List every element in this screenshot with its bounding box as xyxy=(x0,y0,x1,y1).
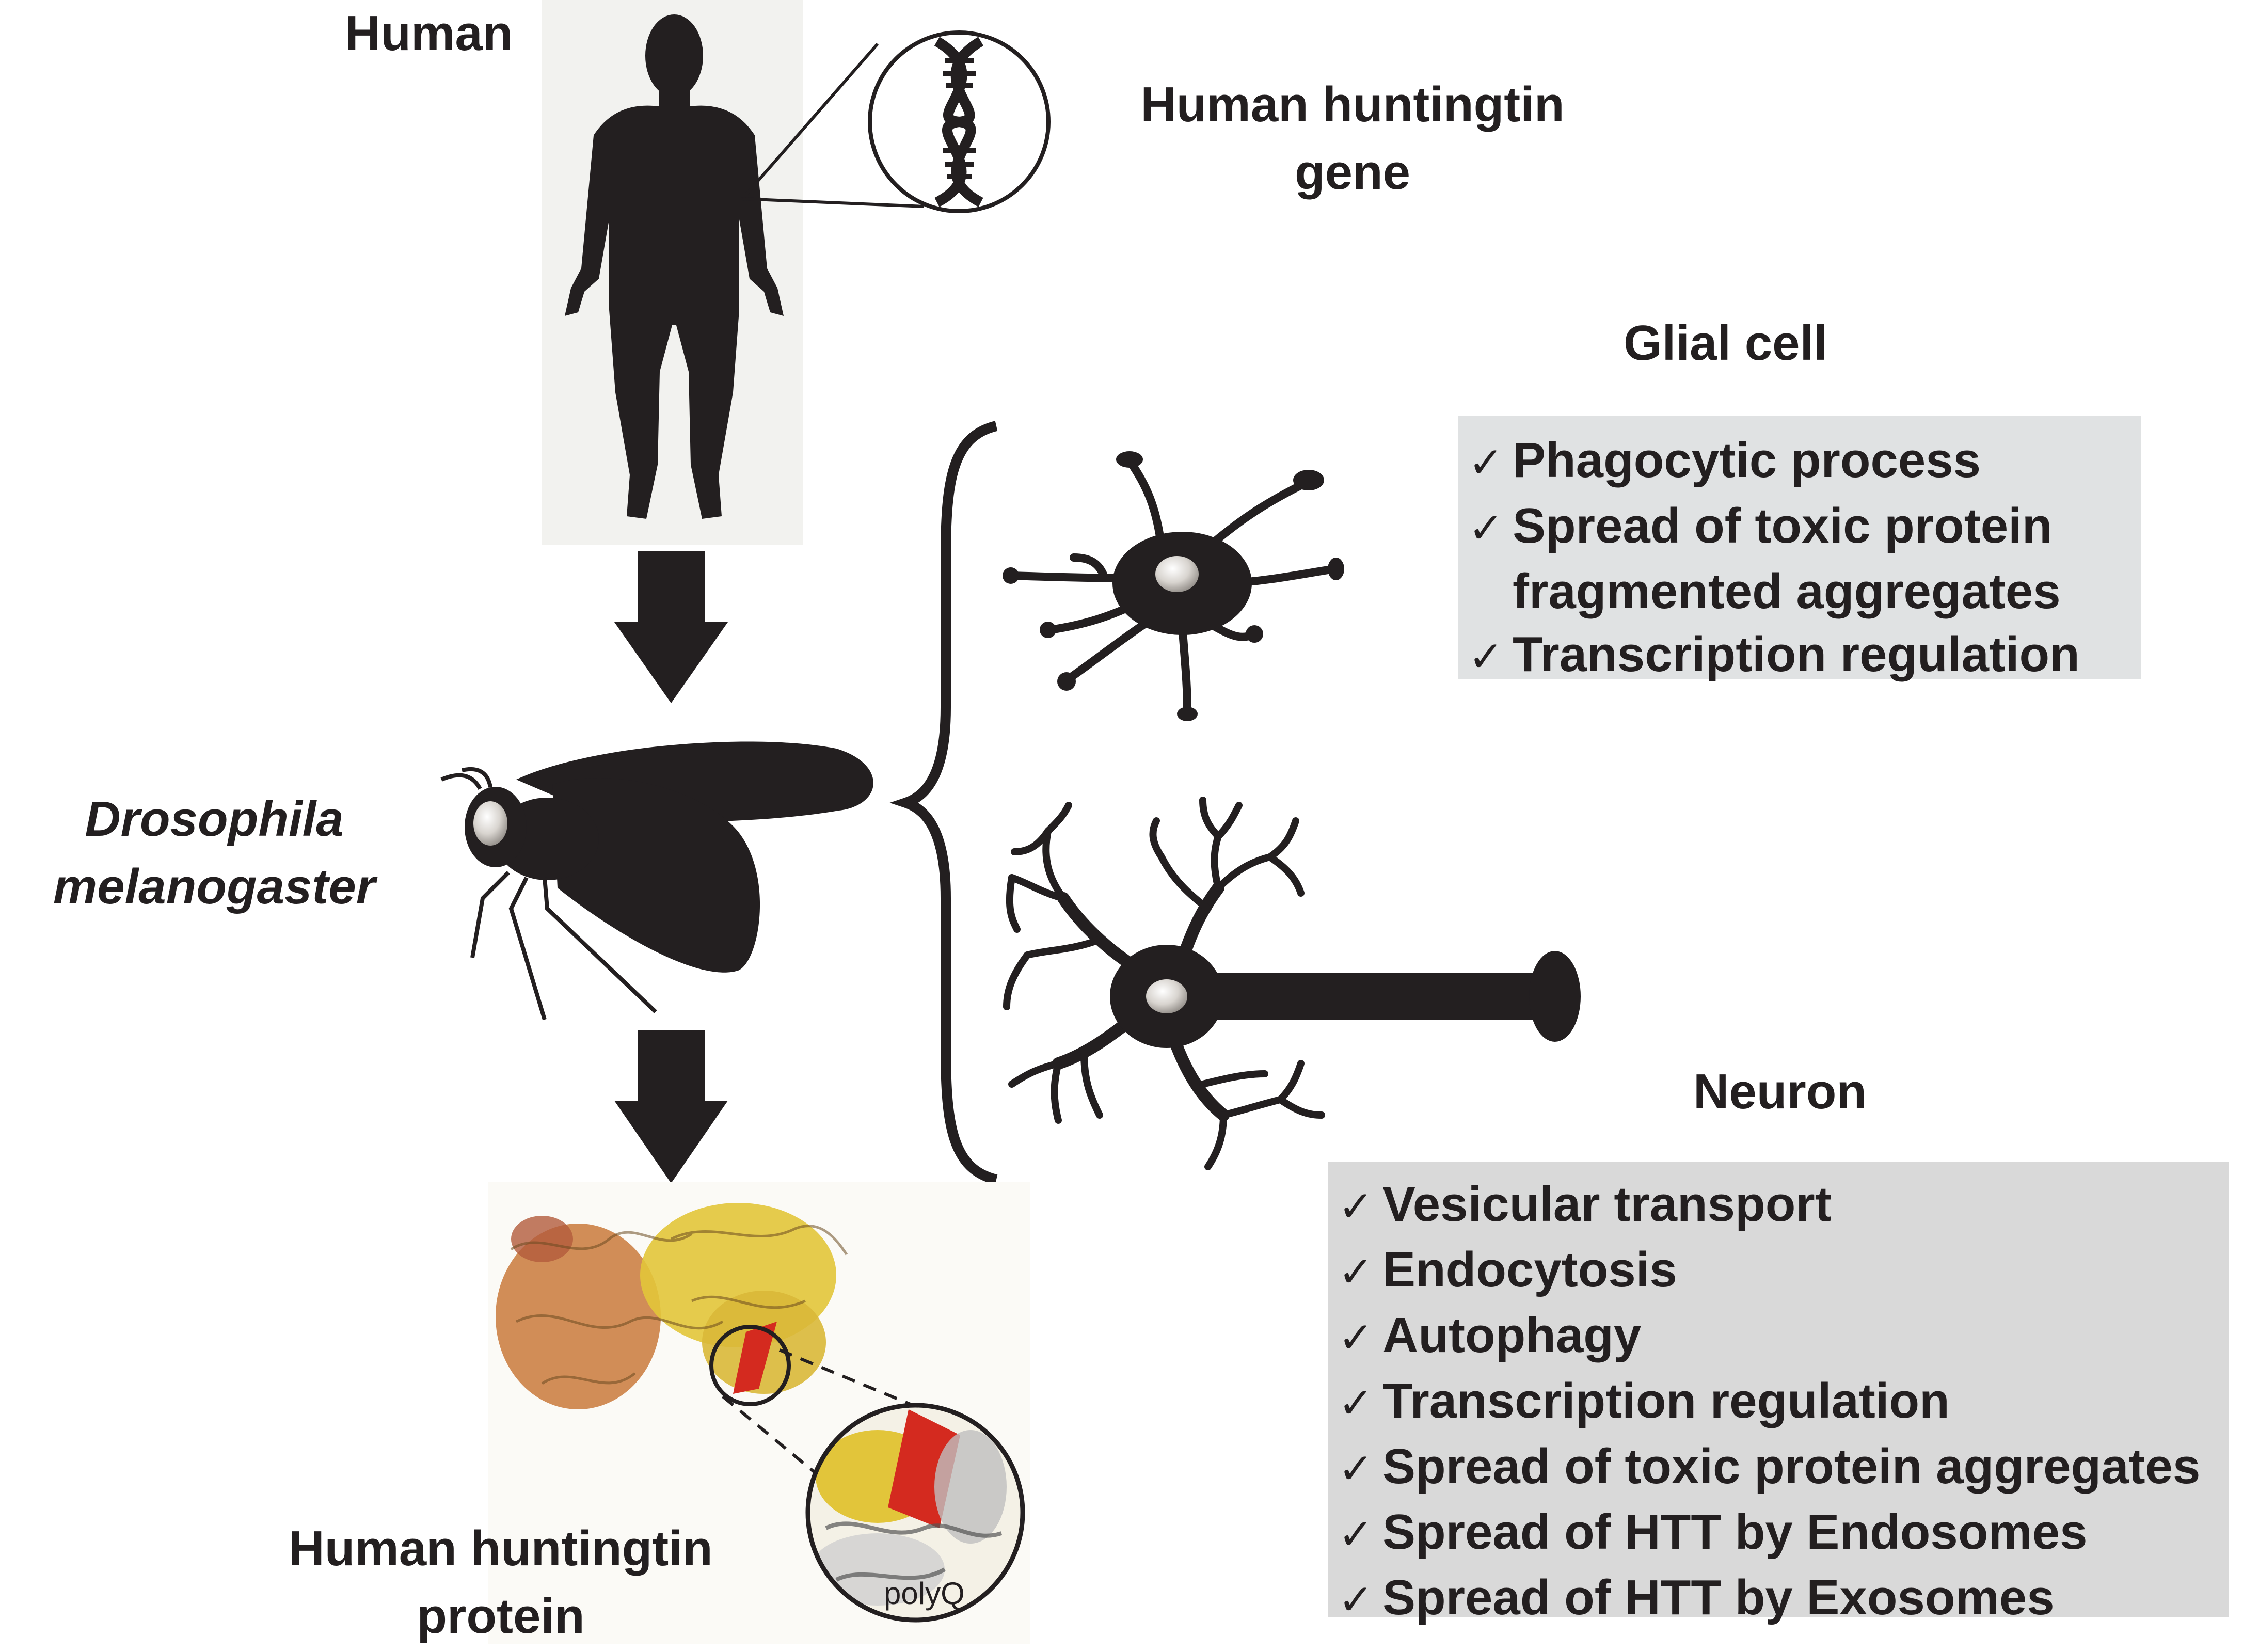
check-icon: ✓ xyxy=(1338,1510,1374,1559)
glial-function-item: ✓Spread of toxic protein xyxy=(1468,495,2141,560)
fly-label-line2: melanogaster xyxy=(53,859,376,914)
label-neuron: Neuron xyxy=(1693,1064,1867,1119)
label-human: Human xyxy=(345,6,513,61)
gene-label-line2: gene xyxy=(1294,144,1411,200)
glial-function-item: fragmented aggregates xyxy=(1513,564,2061,619)
arrow-down-icon xyxy=(614,1030,728,1183)
polyq-zoom-inset xyxy=(805,1403,1025,1623)
huntingtin-protein-structure xyxy=(488,1182,1030,1644)
check-icon: ✓ xyxy=(1468,504,1504,553)
human-silhouette-icon xyxy=(565,14,784,519)
check-icon: ✓ xyxy=(1468,438,1504,487)
check-icon: ✓ xyxy=(1338,1379,1374,1428)
neuron-function-item: ✓Transcription regulation xyxy=(1338,1370,2229,1435)
neuron-function-box: ✓Vesicular transport ✓Endocytosis ✓Autop… xyxy=(1328,1162,2229,1625)
label-human-huntingtin-gene: Human huntingtin gene xyxy=(1094,71,1611,206)
neuron-function-item: ✓Vesicular transport xyxy=(1338,1173,2229,1238)
neuron-function-item: ✓Spread of HTT by Endosomes xyxy=(1338,1501,2229,1566)
fly-label-line1: Drosophila xyxy=(85,791,344,847)
fruit-fly-icon xyxy=(440,741,873,1021)
dna-zoom-icon xyxy=(741,30,1051,213)
glial-function-item: ✓Transcription regulation xyxy=(1468,623,2141,689)
label-human-huntingtin-protein: Human huntingtin protein xyxy=(243,1515,759,1650)
neuron-function-item: ✓Endocytosis xyxy=(1338,1238,2229,1304)
check-icon: ✓ xyxy=(1338,1248,1374,1297)
check-icon: ✓ xyxy=(1338,1444,1374,1494)
glial-function-box: ✓Phagocytic process ✓Spread of toxic pro… xyxy=(1458,416,2141,682)
check-icon: ✓ xyxy=(1338,1182,1374,1231)
arrow-down-icon xyxy=(614,551,728,703)
check-icon: ✓ xyxy=(1338,1313,1374,1362)
neuron-function-item: ✓Autophagy xyxy=(1338,1304,2229,1370)
neuron-function-item: ✓Spread of toxic protein aggregates xyxy=(1338,1435,2229,1501)
protein-label-line2: protein xyxy=(417,1588,585,1644)
curly-brace xyxy=(889,421,998,1185)
label-drosophila-melanogaster: Drosophila melanogaster xyxy=(21,786,408,920)
neuron-function-item: ✓Spread of HTT by Exosomes xyxy=(1338,1566,2229,1632)
glial-function-item: ✓Phagocytic process xyxy=(1468,429,2141,495)
check-icon: ✓ xyxy=(1468,632,1504,681)
neuron-icon xyxy=(1003,797,1581,1170)
label-glial-cell: Glial cell xyxy=(1624,315,1827,371)
check-icon: ✓ xyxy=(1338,1576,1374,1625)
gene-label-line1: Human huntingtin xyxy=(1140,77,1565,132)
protein-label-line1: Human huntingtin xyxy=(289,1521,713,1576)
label-polyq: polyQ xyxy=(884,1576,965,1611)
glial-cell-icon xyxy=(1003,451,1344,721)
